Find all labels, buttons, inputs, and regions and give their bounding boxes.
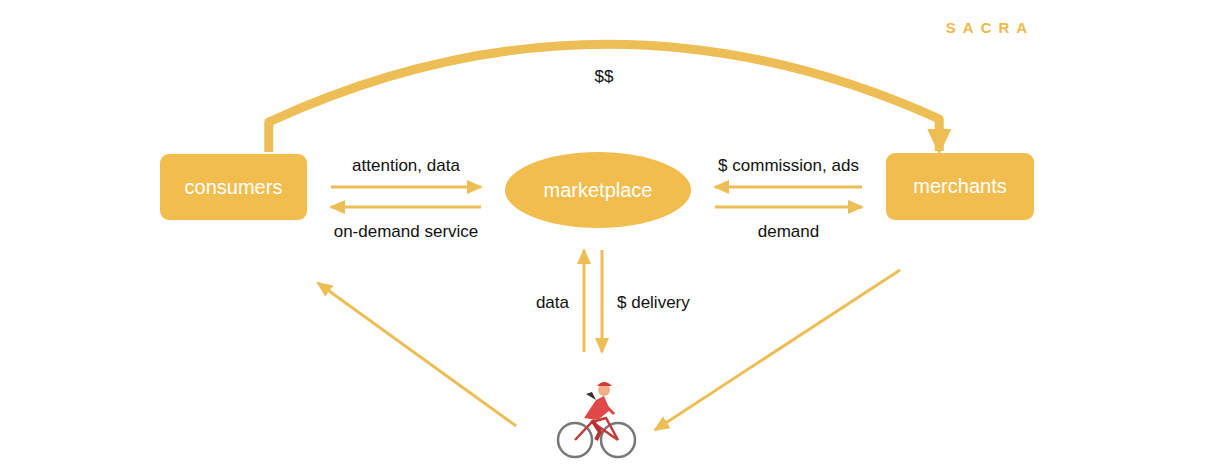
connector-arrow (269, 44, 940, 152)
platform-ellipse: marketplace (505, 152, 691, 228)
edge-label: demand (756, 222, 821, 242)
connector-arrow (331, 186, 481, 189)
actor-box: merchants (886, 153, 1034, 220)
edge-label: $ commission, ads (716, 156, 861, 176)
flow-arrow (601, 250, 604, 352)
flow-arrow (583, 250, 586, 352)
watermark: SACRA (946, 19, 1034, 36)
node-label: marketplace (544, 179, 653, 202)
edge-label: attention, data (350, 156, 462, 176)
flow-label: data (534, 293, 571, 313)
cyclist-icon (558, 382, 635, 457)
connector-arrow (715, 206, 862, 209)
flow-arrow (318, 283, 516, 426)
node-label: consumers (185, 176, 283, 199)
node-label: merchants (913, 175, 1006, 198)
flow-label: $ delivery (615, 293, 692, 313)
edge-label: $$ (593, 67, 616, 87)
connector-arrow (715, 186, 862, 189)
connector-arrow (331, 206, 481, 209)
actor-box: consumers (160, 154, 307, 220)
edge-label: on-demand service (332, 222, 481, 242)
